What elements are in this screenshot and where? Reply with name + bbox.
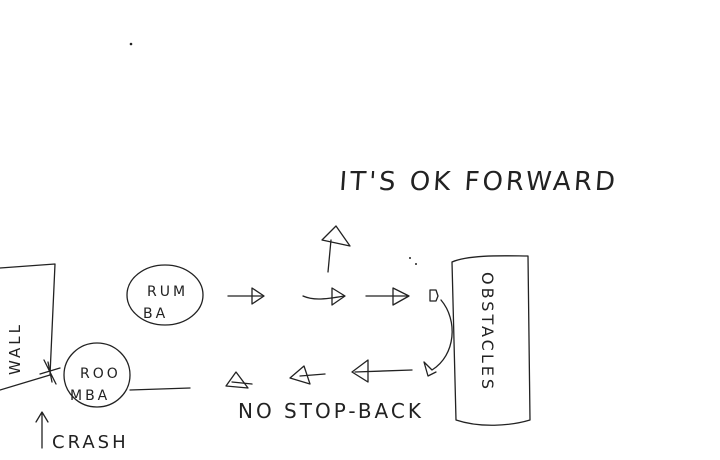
dot [409,257,411,259]
robot-top-label-1: RUM [147,284,188,300]
obstacles-label: OBSTACLES [478,272,497,392]
turn-back-curve [423,299,453,377]
robot-bottom-label-2: MBA [70,388,110,404]
crash-label: CRASH [52,432,129,453]
robot-top-label-2: BA [143,306,168,322]
forward-note: IT'S OK FORWARD [338,167,619,197]
robot-bottom-label-1: ROO [80,366,121,382]
backward-arrows [225,359,413,389]
up-arrow [321,225,351,273]
back-note: NO STOP-BACK [238,399,424,423]
wall-label: WALL [6,322,24,375]
forward-arrows [227,287,439,306]
wall: WALL [0,263,56,391]
stray-dot [129,42,133,46]
obstacles-box: OBSTACLES [451,255,531,426]
dot [415,263,417,265]
robot-top: RUM BA [126,264,204,326]
robot-bottom: ROO MBA [39,342,191,408]
crash-note: CRASH [35,411,129,453]
